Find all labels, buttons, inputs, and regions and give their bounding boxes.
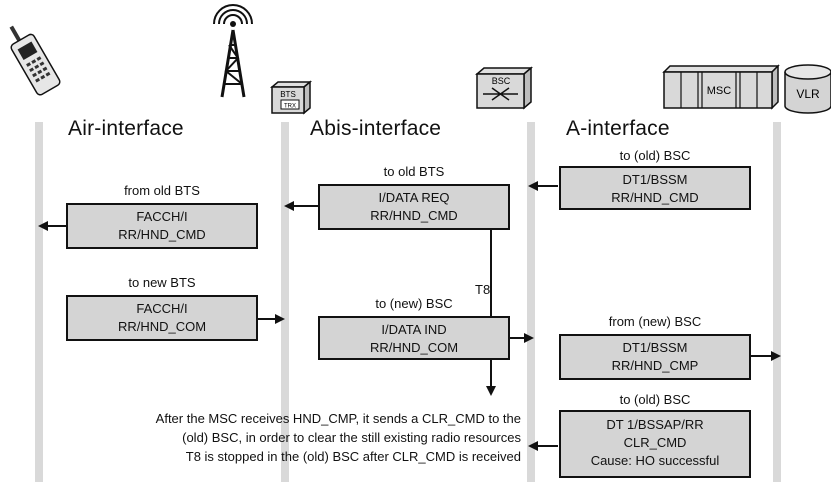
lifeline-msc [773, 122, 781, 482]
msg4-line2: RR/HND_COM [117, 319, 207, 334]
msg4-box: FACCH/I RR/HND_COM [66, 295, 258, 341]
device-icons: BTS TRX BSC MSC VLR [9, 4, 831, 115]
bsc-icon [474, 66, 534, 110]
msg6-line2: RR/HND_CMP [611, 358, 699, 373]
bts-label: BTS [280, 90, 296, 99]
bsc-label: BSC [492, 76, 511, 86]
air-interface-header: Air-interface [68, 117, 184, 140]
msg3-line1: FACCH/I [136, 209, 188, 224]
msg6-caption: from (new) BSC [608, 314, 702, 329]
msg1-line1: DT1/BSSM [622, 172, 688, 187]
msg3-box: FACCH/I RR/HND_CMD [66, 203, 258, 249]
vlr-database-icon [784, 64, 831, 114]
msg2-line2: RR/HND_CMD [370, 208, 458, 223]
msg7-line2: CLR_CMD [623, 435, 687, 450]
abis-interface-header: Abis-interface [310, 117, 442, 140]
msg2-box: I/DATA REQ RR/HND_CMD [318, 184, 510, 230]
msg2-line1: I/DATA REQ [378, 190, 450, 205]
note-line2: (old) BSC, in order to clear the still e… [182, 430, 521, 445]
msg7-line1: DT 1/BSSAP/RR [606, 417, 704, 432]
msg7-line3: Cause: HO successful [590, 453, 720, 468]
msg1-box: DT1/BSSM RR/HND_CMD [559, 166, 751, 210]
msg3-caption: from old BTS [124, 183, 200, 198]
a-interface-header: A-interface [566, 117, 670, 140]
msg7-box: DT 1/BSSAP/RR CLR_CMD Cause: HO successf… [559, 410, 751, 478]
vlr-label: VLR [796, 87, 820, 101]
msg5-box: I/DATA IND RR/HND_COM [318, 316, 510, 360]
msg4-line1: FACCH/I [136, 301, 188, 316]
msg1-caption: to (old) BSC [619, 148, 691, 163]
mobile-phone-icon [9, 25, 61, 96]
note-line3: T8 is stopped in the (old) BSC after CLR… [185, 449, 521, 464]
msg5-line1: I/DATA IND [381, 322, 447, 337]
antenna-tower-icon [213, 4, 253, 98]
lifeline-bts [281, 122, 289, 482]
note-line1: After the MSC receives HND_CMP, it sends… [155, 411, 521, 426]
bts-icon [269, 80, 313, 115]
t8-timer-label: T8 [475, 282, 491, 297]
msc-icon [662, 64, 780, 110]
msg2-caption: to old BTS [383, 164, 445, 179]
trx-label: TRX [284, 104, 296, 110]
msg5-line2: RR/HND_COM [369, 340, 459, 355]
lifeline-air [35, 122, 43, 482]
msg6-line1: DT1/BSSM [622, 340, 688, 355]
msc-label: MSC [707, 85, 732, 97]
msg4-caption: to new BTS [128, 275, 196, 290]
lifeline-bsc [527, 122, 535, 482]
msg6-box: DT1/BSSM RR/HND_CMP [559, 334, 751, 380]
msg7-caption: to (old) BSC [619, 392, 691, 407]
msg5-caption: to (new) BSC [375, 296, 453, 311]
msg1-line2: RR/HND_CMD [611, 190, 699, 205]
explanation-note: After the MSC receives HND_CMP, it sends… [156, 409, 521, 466]
msg3-line2: RR/HND_CMD [118, 227, 206, 242]
